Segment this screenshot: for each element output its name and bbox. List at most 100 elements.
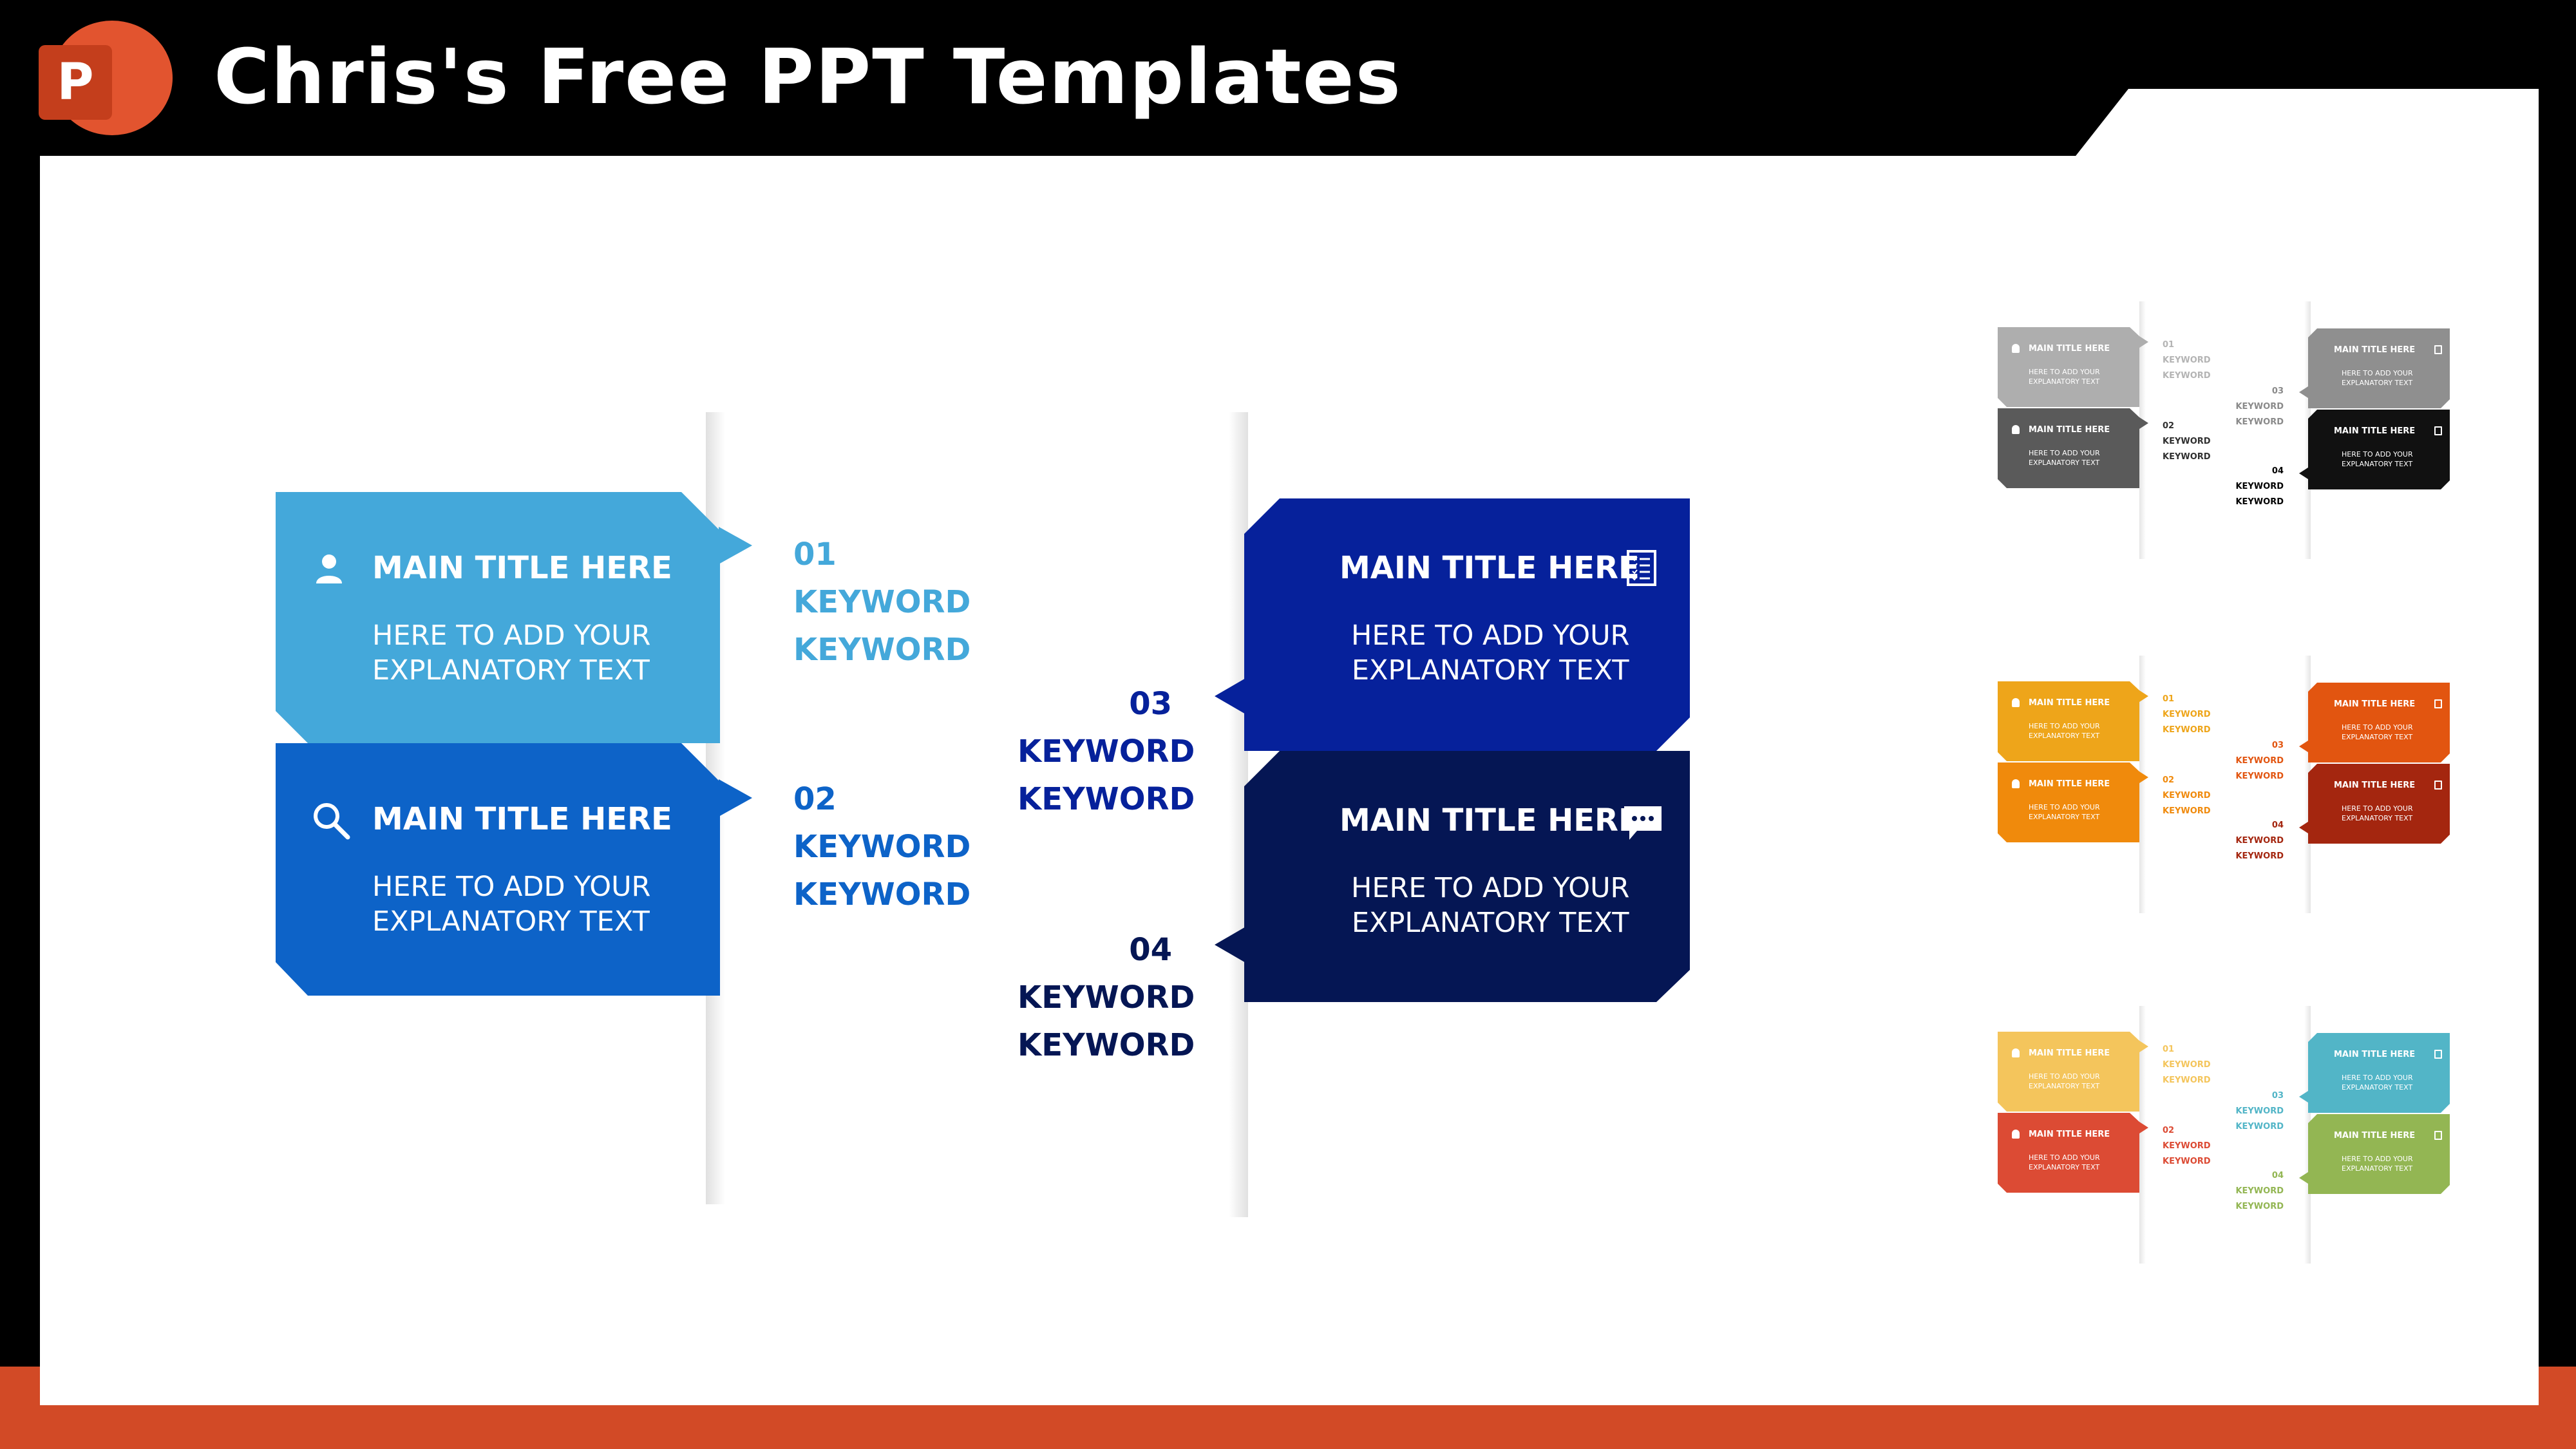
variant-1-card-1-pointer: [2139, 336, 2148, 348]
variant-2-card-3-title: MAIN TITLE HERE: [2334, 699, 2416, 709]
variant-3-card-4-pointer: [2299, 1172, 2308, 1184]
variant-1-card-2-pointer: [2139, 417, 2148, 429]
card-1[interactable]: MAIN TITLE HERE HERE TO ADD YOUR EXPLANA…: [276, 492, 720, 743]
card-2-title: MAIN TITLE HERE: [372, 801, 672, 837]
keyword-03: 03 KEYWORD KEYWORD: [1018, 680, 1195, 823]
variant-3-card-3-title: MAIN TITLE HERE: [2334, 1050, 2416, 1059]
card-2[interactable]: MAIN TITLE HERE HERE TO ADD YOUR EXPLANA…: [276, 743, 720, 996]
variant-3-card-1-title: MAIN TITLE HERE: [2029, 1048, 2110, 1058]
keyword-01: 01 KEYWORD KEYWORD: [793, 531, 971, 674]
slide-tab: [2074, 89, 2539, 158]
variant-2-chat-icon: [2434, 781, 2442, 790]
keyword-02-number: 02: [793, 781, 837, 817]
card-4-text-line1: HERE TO ADD YOUR: [1351, 872, 1630, 904]
keyword-04-line1: KEYWORD: [1018, 980, 1195, 1016]
variant-1-card-3-pointer: [2299, 386, 2308, 398]
keyword-01-line1: KEYWORD: [793, 584, 971, 620]
variant-3-card-2-pointer: [2139, 1122, 2148, 1133]
variant-1-shadow-right: [2304, 301, 2311, 559]
variant-2-card-3-pointer: [2299, 741, 2308, 752]
keyword-03-line1: KEYWORD: [1018, 734, 1195, 770]
variant-2-shadow-right: [2304, 656, 2311, 913]
variant-1-card-2-title: MAIN TITLE HERE: [2029, 425, 2110, 435]
variant-3-card-1-pointer: [2139, 1041, 2148, 1052]
card-2-pointer: [719, 779, 752, 817]
variant-2-card-1-title: MAIN TITLE HERE: [2029, 698, 2110, 708]
card-3[interactable]: MAIN TITLE HERE HERE TO ADD YOUR EXPLANA…: [1244, 498, 1690, 751]
card-3-text-line2: EXPLANATORY TEXT: [1351, 654, 1629, 687]
logo-letter: P: [57, 53, 94, 111]
card-1-pointer: [719, 527, 752, 564]
user-icon: [316, 554, 343, 586]
keyword-01-line2: KEYWORD: [793, 632, 971, 668]
card-1-text-line2: EXPLANATORY TEXT: [372, 654, 650, 687]
card-4-text-line2: EXPLANATORY TEXT: [1351, 907, 1629, 939]
card-2-text-line1: HERE TO ADD YOUR: [372, 871, 651, 903]
variant-2-checklist-icon: [2434, 699, 2442, 708]
search-icon: [312, 801, 350, 842]
card-1-title: MAIN TITLE HERE: [372, 550, 672, 586]
variant-2-card-2-pointer: [2139, 772, 2148, 783]
variant-1-user-icon: [2012, 344, 2020, 353]
keyword-02-line2: KEYWORD: [793, 876, 971, 913]
variant-1-card-4-pointer: [2299, 468, 2308, 479]
variant-3-shadow-left: [2139, 1006, 2146, 1264]
variant-2-search-icon: [2012, 779, 2020, 788]
keyword-01-number: 01: [793, 536, 837, 573]
app-title: Chris's Free PPT Templates: [214, 32, 1402, 121]
card-3-pointer: [1215, 677, 1247, 715]
variant-2-card-2-title: MAIN TITLE HERE: [2029, 779, 2110, 789]
card-3-text-line1: HERE TO ADD YOUR: [1351, 620, 1630, 652]
keyword-03-line2: KEYWORD: [1018, 781, 1195, 817]
keyword-04: 04 KEYWORD KEYWORD: [1018, 926, 1195, 1069]
variant-2-user-icon: [2012, 698, 2020, 707]
variant-2-card-4-pointer: [2299, 822, 2308, 833]
keyword-02: 02 KEYWORD KEYWORD: [793, 775, 971, 918]
variant-1-card-4-title: MAIN TITLE HERE: [2334, 426, 2416, 436]
checklist-icon: [1627, 550, 1656, 589]
card-1-text-line1: HERE TO ADD YOUR: [372, 620, 651, 652]
keyword-02-line1: KEYWORD: [793, 829, 971, 865]
chat-icon: [1623, 805, 1663, 844]
keyword-03-number: 03: [1129, 686, 1172, 722]
variant-3-card-2-title: MAIN TITLE HERE: [2029, 1130, 2110, 1139]
card-4[interactable]: MAIN TITLE HERE HERE TO ADD YOUR EXPLANA…: [1244, 751, 1690, 1002]
variant-2-card-4-title: MAIN TITLE HERE: [2334, 781, 2416, 790]
variant-2-card-1-pointer: [2139, 690, 2148, 702]
variant-3-search-icon: [2012, 1130, 2020, 1139]
powerpoint-logo-icon: P: [39, 45, 112, 120]
variant-1-card-3-title: MAIN TITLE HERE: [2334, 345, 2416, 355]
variant-2-shadow-left: [2139, 656, 2146, 913]
variant-1-search-icon: [2012, 425, 2020, 434]
card-3-text: HERE TO ADD YOUR EXPLANATORY TEXT: [1351, 618, 1629, 688]
